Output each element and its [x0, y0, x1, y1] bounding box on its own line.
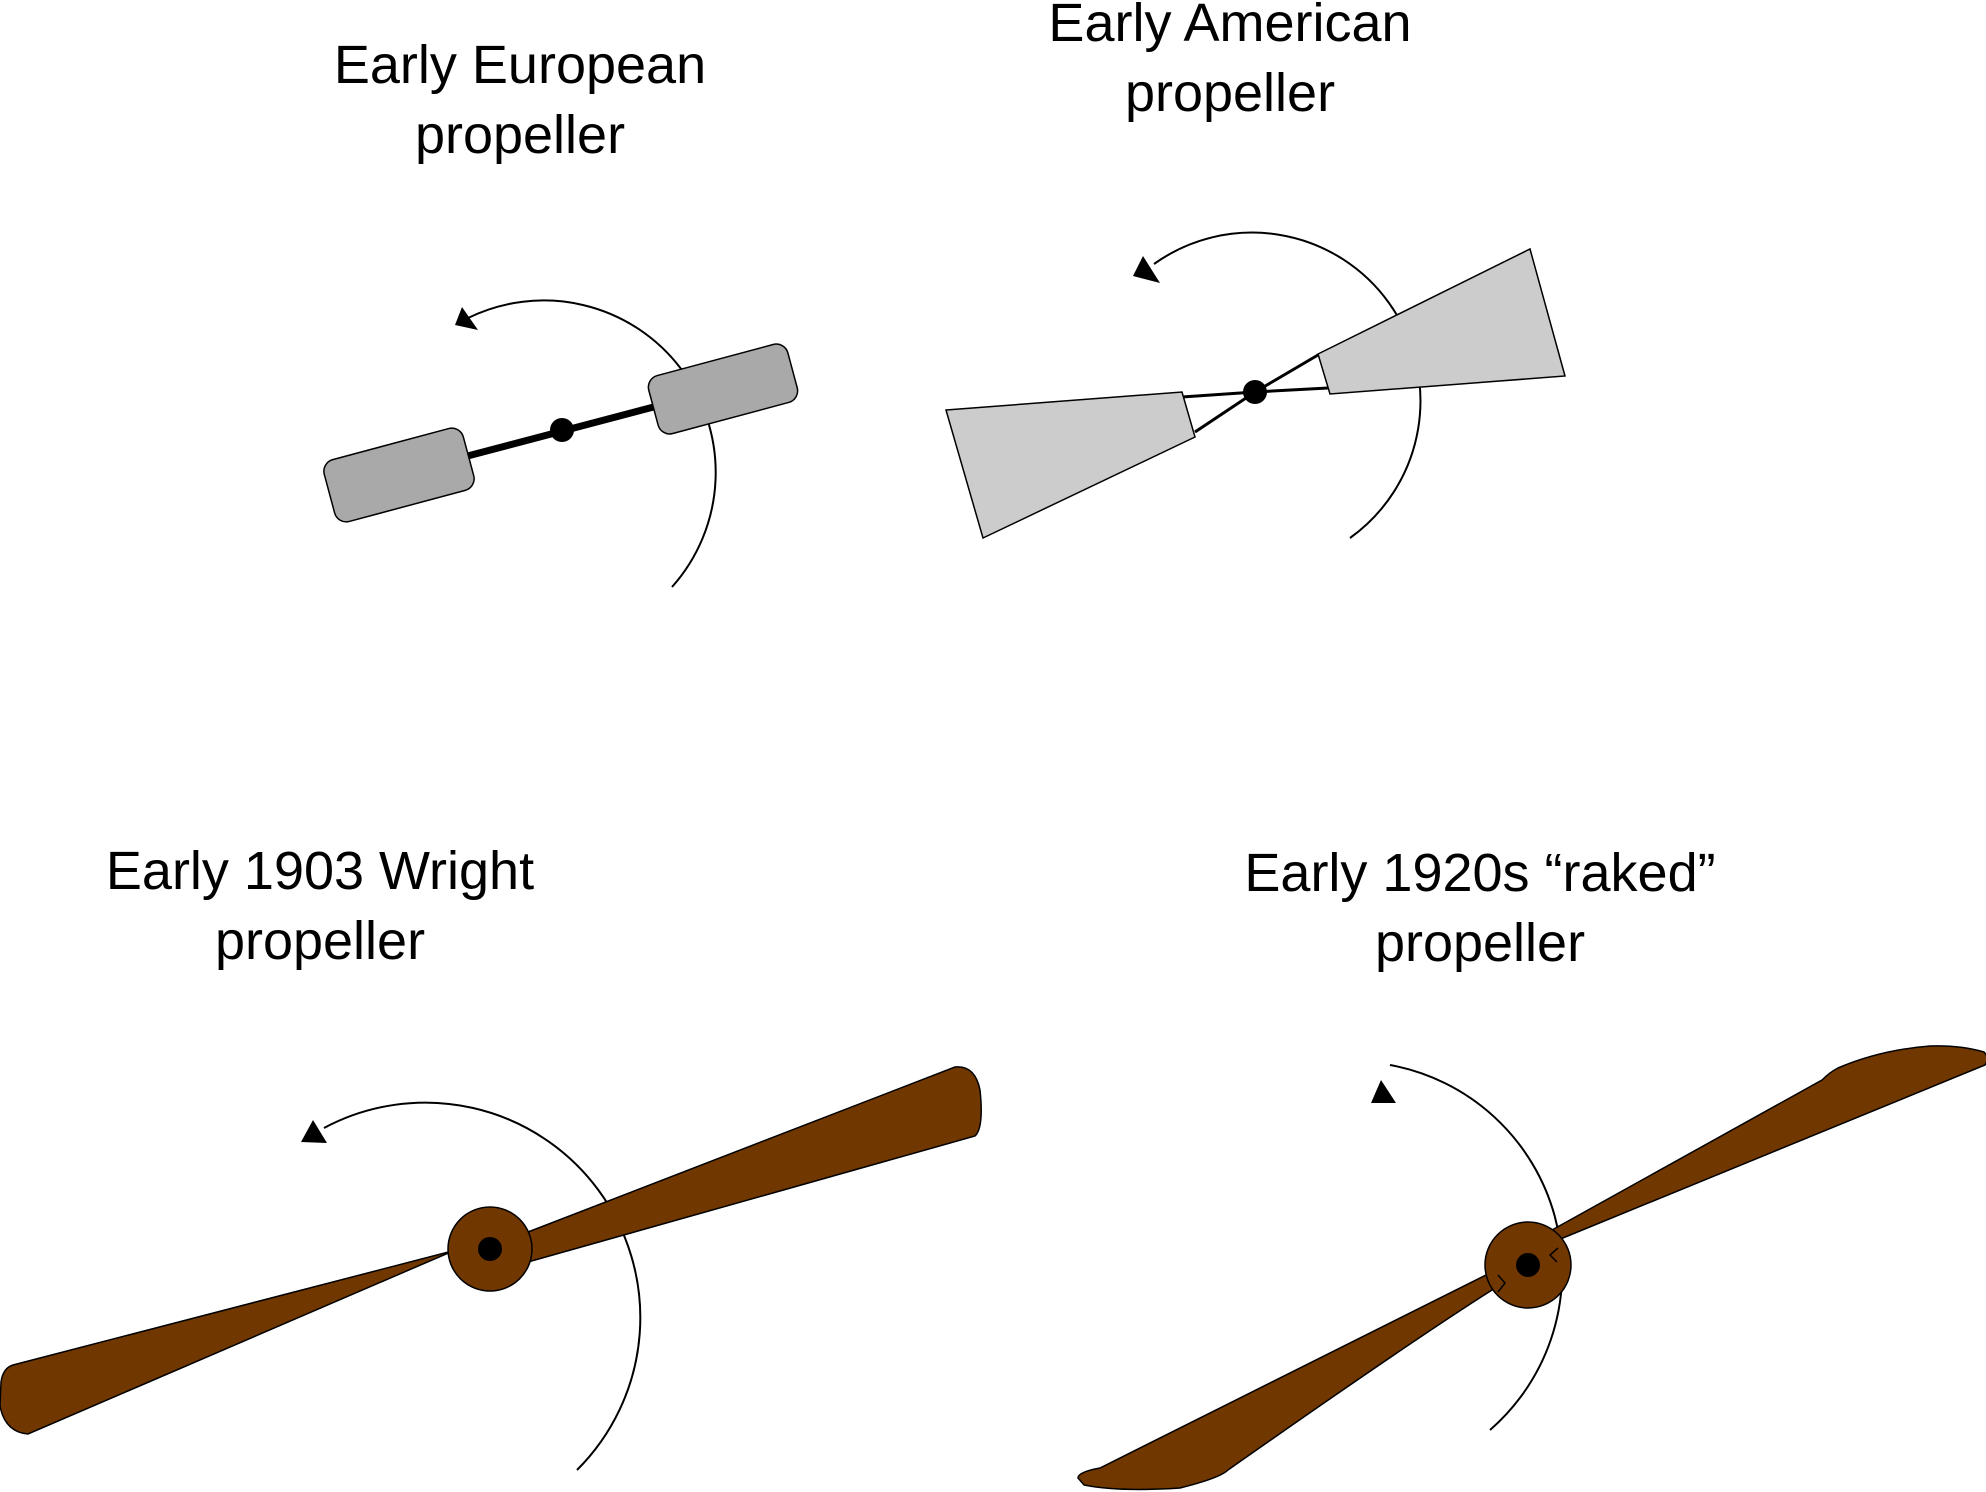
caption-american-line2: propeller	[1124, 63, 1336, 123]
caption-american-line1: Early American	[1048, 0, 1412, 53]
caption-european-line1: Early European	[333, 35, 707, 95]
raked-hub-notch	[1497, 1247, 1559, 1293]
rotation-arrow-icon	[301, 1120, 327, 1143]
raked-rotation-arc	[1389, 1064, 1564, 1431]
raked-propeller	[1077, 1045, 1986, 1491]
raked-blade-left	[1077, 1266, 1501, 1491]
rotation-arrow-icon	[1371, 1080, 1396, 1103]
wright-propeller	[0, 1066, 982, 1471]
rotation-arrow-icon	[1133, 256, 1160, 283]
american-blade-left	[945, 391, 1196, 540]
wright-rotation-arc	[323, 1101, 642, 1471]
caption-raked-line2: propeller	[1374, 913, 1586, 973]
european-blade-left	[323, 427, 475, 523]
raked-blade-right	[1550, 1045, 1986, 1241]
wright-blade-left	[0, 1246, 461, 1435]
rotation-arrow-icon	[455, 307, 478, 330]
caption-wright: Early 1903 Wright propeller	[70, 836, 570, 976]
caption-wright-line1: Early 1903 Wright	[105, 841, 535, 901]
hub-icon	[1516, 1253, 1540, 1277]
caption-american: Early American propeller	[1010, 0, 1450, 128]
wright-blade-right	[527, 1066, 982, 1263]
hub-icon	[550, 418, 574, 442]
american-rotation-arc	[1153, 231, 1422, 539]
hub-icon	[1243, 380, 1267, 404]
caption-european: Early European propeller	[300, 30, 740, 170]
caption-wright-line2: propeller	[214, 911, 426, 971]
american-blade-right	[1317, 247, 1566, 395]
american-struts	[1181, 353, 1329, 434]
caption-raked-line1: Early 1920s “raked”	[1244, 843, 1716, 903]
hub-icon	[478, 1237, 502, 1261]
european-blade-right	[647, 343, 799, 435]
european-propeller	[323, 299, 799, 588]
caption-european-line2: propeller	[414, 105, 626, 165]
caption-raked: Early 1920s “raked” propeller	[1210, 838, 1750, 978]
american-propeller	[945, 231, 1566, 540]
